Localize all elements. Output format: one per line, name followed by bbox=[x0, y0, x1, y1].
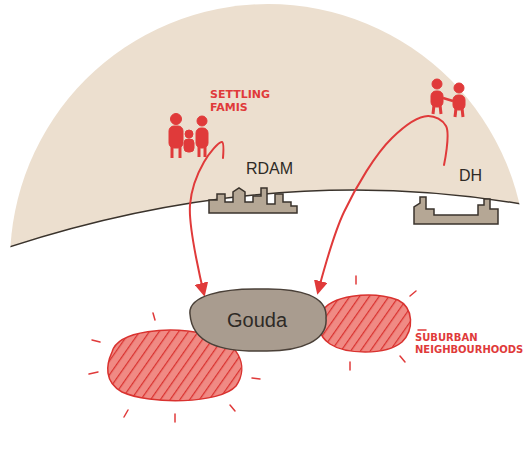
glow-tick bbox=[400, 356, 405, 362]
glow-tick bbox=[89, 372, 98, 374]
sky-area bbox=[0, 0, 527, 250]
town-blob-path bbox=[190, 289, 326, 351]
glow-tick bbox=[153, 313, 155, 320]
node-label: DH bbox=[459, 167, 482, 185]
suburb-blob bbox=[319, 295, 411, 352]
town-blob: Gouda bbox=[182, 284, 332, 356]
migration-arrow bbox=[318, 116, 448, 292]
glow-tick bbox=[418, 329, 426, 331]
annotation-label: SETTLING FAMIS bbox=[210, 88, 284, 114]
annotation-label: SUBURBAN NEIGHBOURHOODS bbox=[415, 332, 523, 356]
glow-tick bbox=[230, 405, 235, 411]
city-skyline-path bbox=[209, 188, 297, 213]
family-icon bbox=[169, 114, 208, 159]
city-skyline-path bbox=[414, 197, 498, 224]
glow-tick bbox=[349, 362, 351, 370]
glow-tick bbox=[252, 378, 260, 379]
city-skyline: RDAM bbox=[205, 158, 301, 214]
sky-disc bbox=[0, 0, 527, 250]
node-label: RDAM bbox=[246, 160, 293, 178]
glow-ticks bbox=[89, 276, 426, 422]
migration-arrow bbox=[190, 142, 223, 294]
node-label: Gouda bbox=[227, 309, 287, 332]
glow-tick bbox=[124, 410, 128, 417]
city-skyline-outline bbox=[408, 165, 504, 225]
glow-tick bbox=[410, 291, 416, 296]
family-icon bbox=[431, 79, 465, 117]
glow-tick bbox=[92, 340, 100, 342]
glow-tick bbox=[355, 276, 357, 284]
city-skyline: DH bbox=[408, 165, 504, 225]
glow-tick bbox=[174, 414, 176, 422]
